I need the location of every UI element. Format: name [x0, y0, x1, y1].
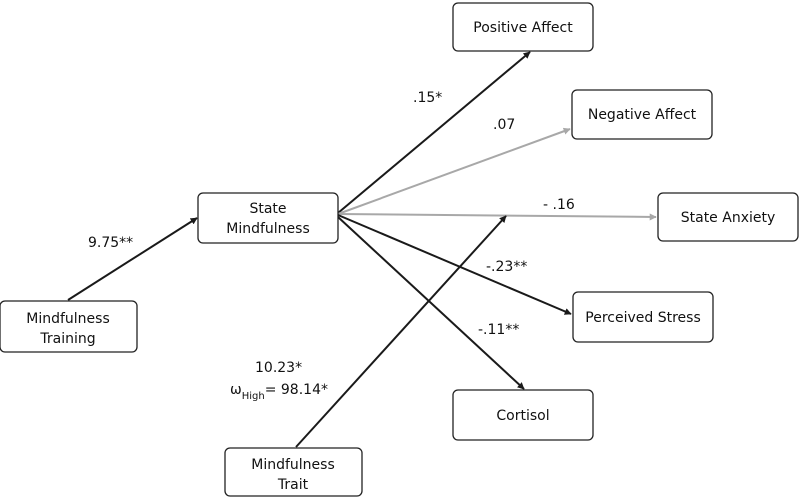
coef-state-to-cortisol: -.11**: [478, 322, 519, 338]
node-mindfulness-training: Mindfulness Training: [0, 300, 138, 353]
node-positive-affect-label: Positive Affect: [473, 20, 573, 36]
arrow-state-to-state-anxiety: [337, 213, 657, 221]
omega-symbol: ω: [230, 382, 242, 398]
node-perceived-stress: Perceived Stress: [572, 291, 714, 343]
coef-training-to-state: 9.75**: [88, 235, 133, 251]
node-mindfulness-trait: Mindfulness Trait: [224, 447, 363, 497]
node-state-mindfulness: State Mindfulness: [197, 192, 339, 244]
node-cortisol-label: Cortisol: [496, 408, 549, 424]
node-cortisol: Cortisol: [452, 389, 594, 441]
node-positive-affect: Positive Affect: [452, 2, 594, 52]
node-negative-affect-label: Negative Affect: [588, 107, 697, 123]
node-state-mindfulness-line2: Mindfulness: [226, 221, 310, 237]
omega-subscript: High: [242, 391, 265, 402]
coef-state-to-perceived-stress: -.23**: [486, 259, 527, 275]
node-perceived-stress-label: Perceived Stress: [585, 310, 700, 326]
omega-value: = 98.14*: [265, 382, 328, 398]
arrow-state-to-cortisol: [337, 216, 525, 390]
node-mindfulness-trait-line2: Trait: [277, 477, 309, 493]
arrow-trait-moderation: [295, 215, 507, 448]
arrow-state-to-positive-affect: [337, 51, 531, 214]
coef-state-to-state-anxiety: - .16: [543, 197, 575, 213]
arrow-training-to-state: [67, 217, 198, 301]
coef-state-to-positive-affect: .15*: [413, 90, 442, 106]
node-mindfulness-training-line1: Mindfulness: [26, 311, 110, 327]
coef-state-to-negative-affect: .07: [493, 117, 515, 133]
node-state-mindfulness-line1: State: [249, 201, 286, 217]
coef-omega-high: ωHigh= 98.14*: [230, 382, 328, 402]
coef-trait-interaction: 10.23*: [255, 360, 302, 376]
arrow-state-to-perceived-stress: [337, 214, 572, 315]
arrow-state-to-negative-affect: [337, 127, 571, 215]
node-mindfulness-trait-line1: Mindfulness: [251, 457, 335, 473]
node-mindfulness-training-line2: Training: [39, 331, 95, 347]
node-negative-affect: Negative Affect: [571, 89, 713, 140]
node-state-anxiety-label: State Anxiety: [681, 210, 776, 226]
node-state-anxiety: State Anxiety: [657, 192, 799, 242]
